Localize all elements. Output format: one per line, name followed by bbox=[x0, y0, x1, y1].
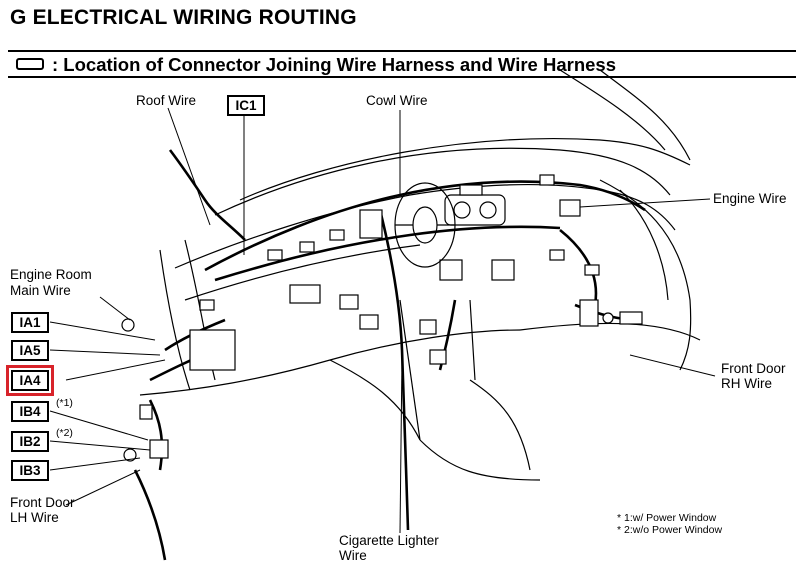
subtitle: : Location of Connector Joining Wire Har… bbox=[52, 54, 617, 75]
connector-ib4[interactable]: IB4 bbox=[11, 401, 49, 422]
connector-blocks bbox=[121, 174, 643, 462]
page-title: G ELECTRICAL WIRING ROUTING bbox=[10, 6, 357, 29]
connector-ia5[interactable]: IA5 bbox=[11, 340, 49, 361]
footnote-1: * 1:w/ Power Window bbox=[617, 512, 717, 524]
connector-legend-box-icon bbox=[16, 58, 44, 70]
footnote-legend: * 1:w/ Power Window * 2:w/o Power Window bbox=[617, 512, 722, 536]
cigarette-lighter-wire-label-line1: Cigarette Lighter bbox=[339, 533, 439, 548]
engine-room-main-wire-label-line2: Main Wire bbox=[10, 283, 71, 298]
cigarette-lighter-wire-label-line2: Wire bbox=[339, 548, 367, 563]
roof-wire-label: Roof Wire bbox=[136, 93, 197, 108]
dashboard-outline bbox=[139, 69, 701, 481]
connector-ia4-highlighted[interactable]: IA4 bbox=[6, 365, 54, 396]
ib2-footnote-ref: (*2) bbox=[56, 427, 73, 439]
connector-ic1[interactable]: IC1 bbox=[227, 95, 265, 116]
connector-ib3[interactable]: IB3 bbox=[11, 460, 49, 481]
connector-ib2[interactable]: IB2 bbox=[11, 431, 49, 452]
engine-room-main-wire-label-line1: Engine Room bbox=[10, 267, 92, 282]
leader-lines bbox=[49, 107, 716, 534]
subtitle-bar: : Location of Connector Joining Wire Har… bbox=[8, 50, 796, 78]
wire-harness-bundles bbox=[133, 149, 646, 561]
engine-wire-label: Engine Wire bbox=[713, 191, 787, 206]
front-door-lh-wire-label-line1: Front Door bbox=[10, 495, 75, 510]
front-door-lh-wire-label-line2: LH Wire bbox=[10, 510, 59, 525]
cowl-wire-label: Cowl Wire bbox=[366, 93, 428, 108]
ib4-footnote-ref: (*1) bbox=[56, 397, 73, 409]
footnote-2: * 2:w/o Power Window bbox=[617, 524, 723, 536]
front-door-rh-wire-label-line1: Front Door bbox=[721, 361, 786, 376]
front-door-rh-wire-label-line2: RH Wire bbox=[721, 376, 772, 391]
connector-ia1[interactable]: IA1 bbox=[11, 312, 49, 333]
